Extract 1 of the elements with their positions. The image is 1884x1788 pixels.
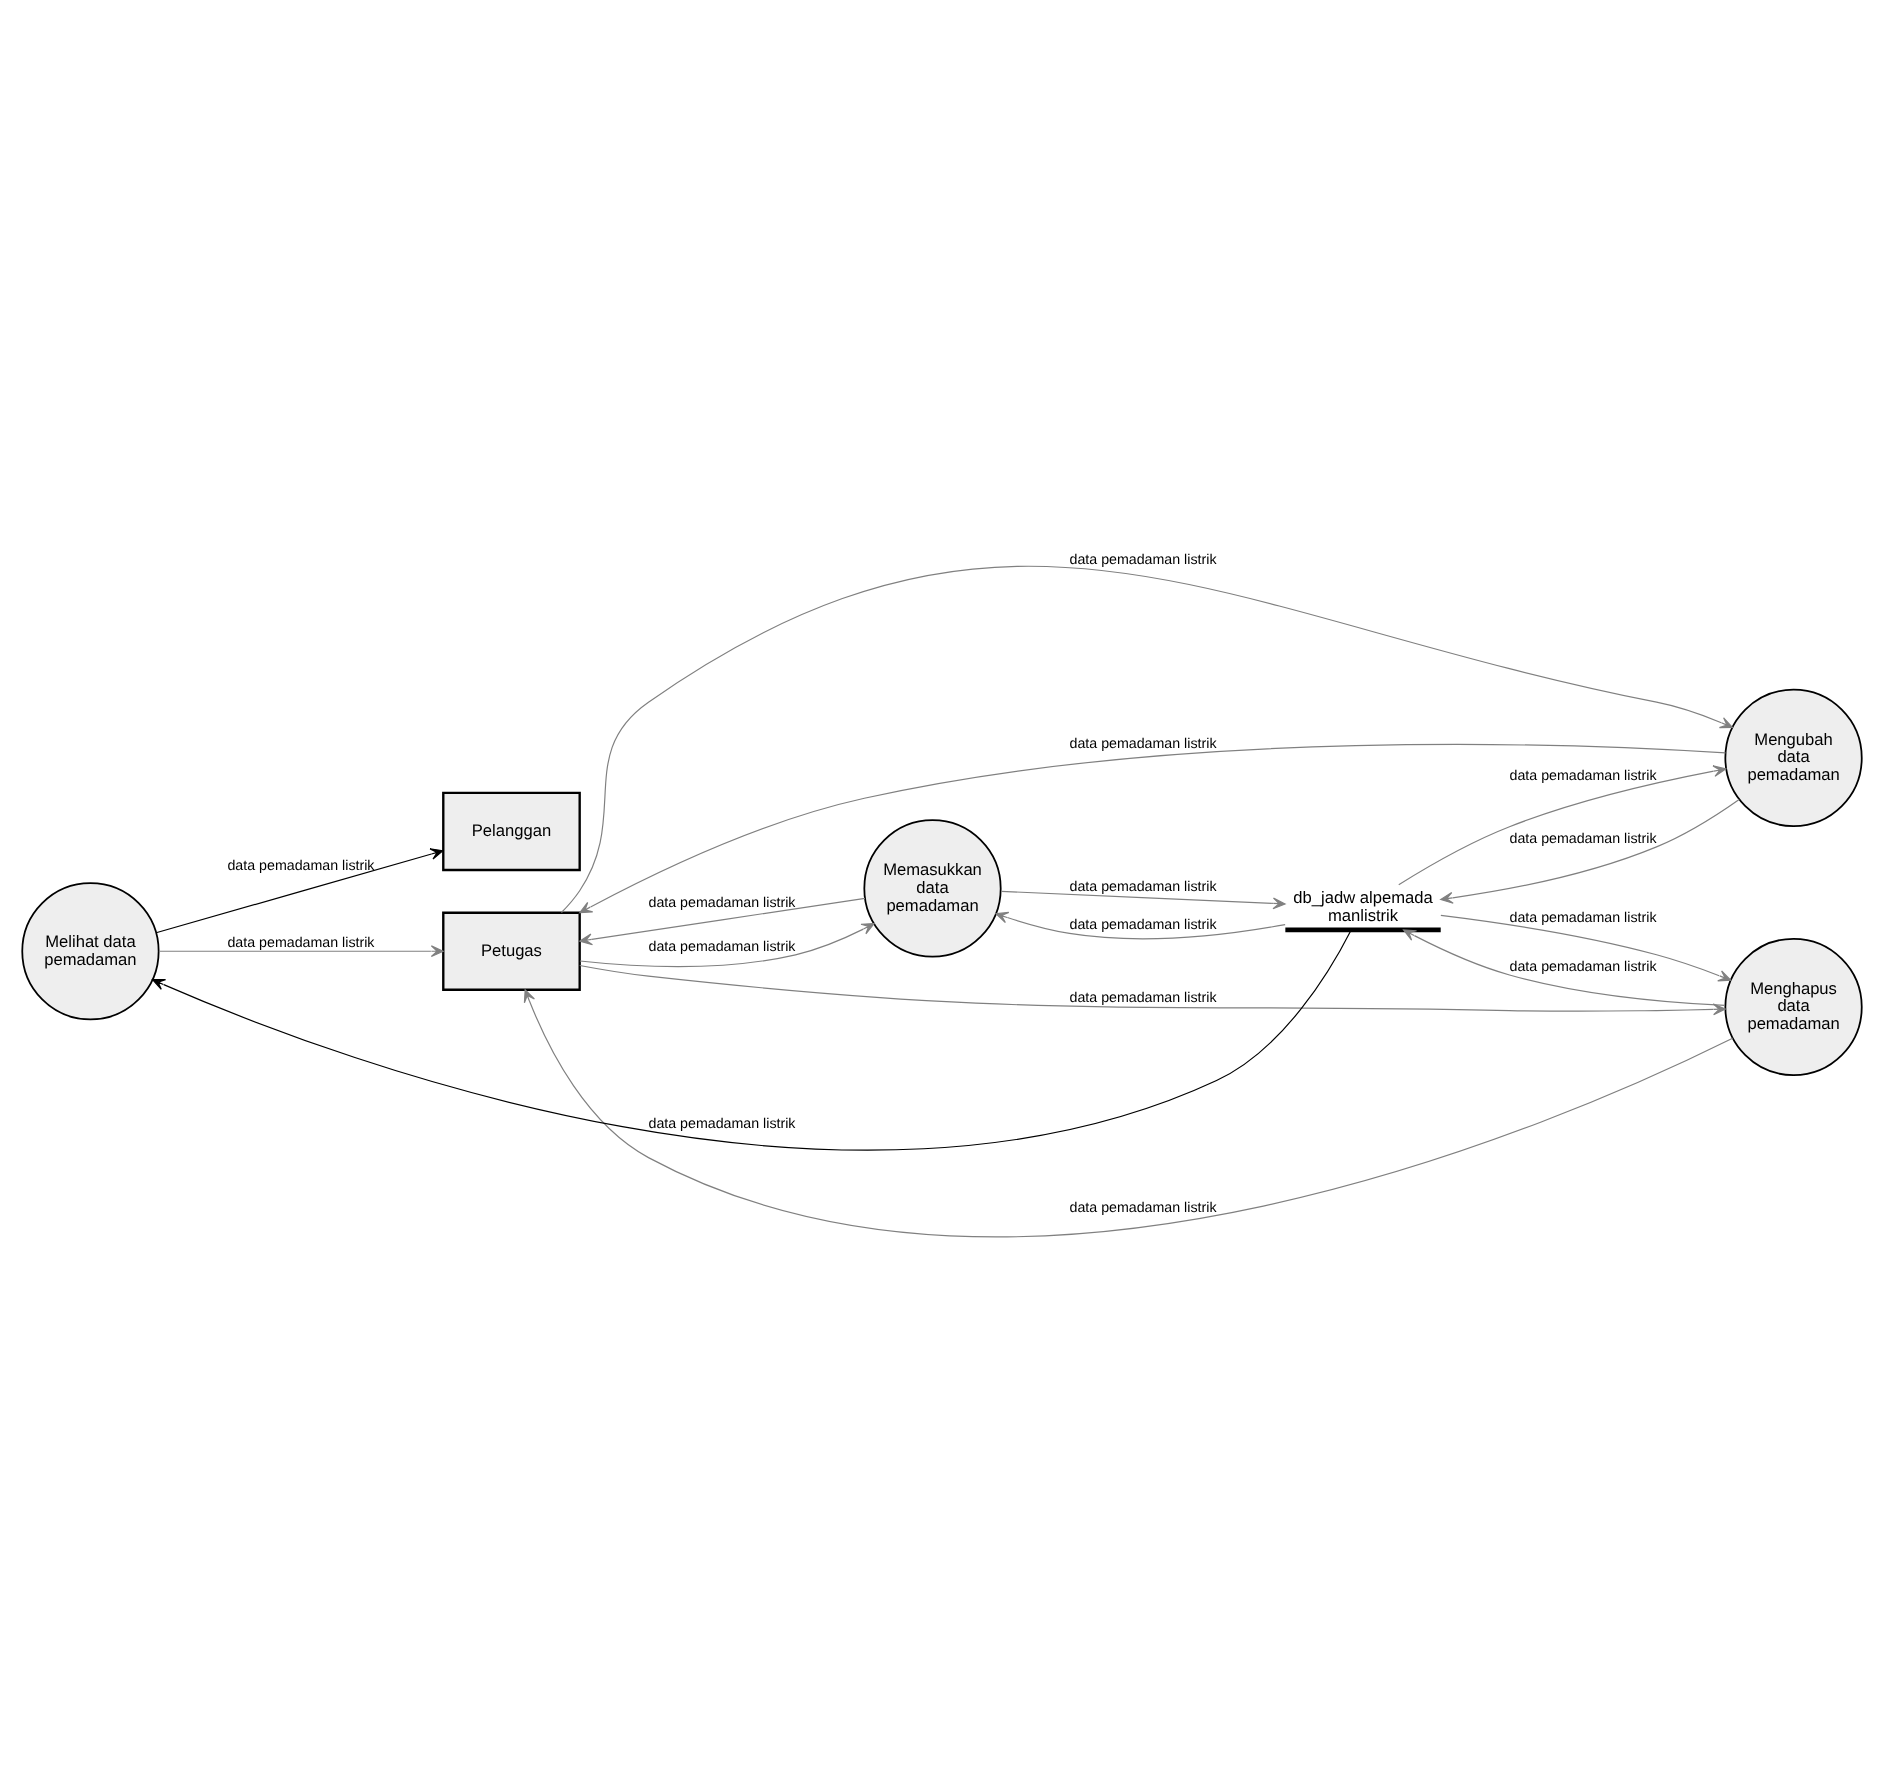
- node-text: db_jadw alpemada manlistrik: [1293, 885, 1433, 924]
